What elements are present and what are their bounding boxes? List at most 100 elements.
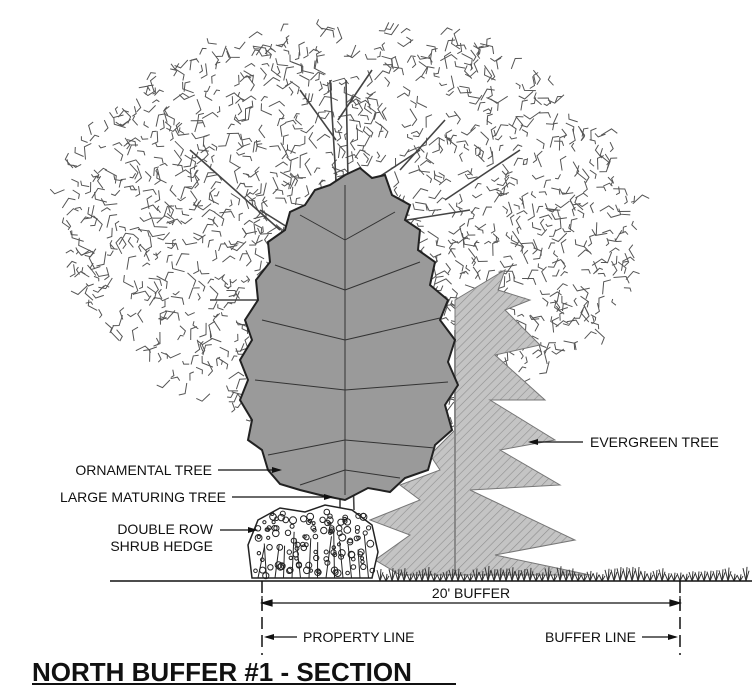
canopy-leaf-stroke (583, 304, 590, 322)
buffer-width-label: 20' BUFFER (432, 585, 510, 601)
canopy-leaf-stroke (335, 26, 343, 44)
canopy-leaf-stroke (65, 219, 72, 231)
canopy-leaf-stroke (248, 199, 256, 205)
canopy-leaf-stroke (280, 23, 289, 32)
canopy-leaf-stroke (201, 355, 214, 368)
hedge-leaf (279, 510, 286, 517)
canopy-leaf-stroke (112, 142, 123, 147)
canopy-leaf-stroke (600, 128, 618, 136)
canopy-leaf-stroke (137, 150, 146, 156)
canopy-leaf-stroke (304, 185, 310, 198)
canopy-leaf-stroke (159, 297, 170, 302)
canopy-leaf-stroke (595, 267, 603, 273)
canopy-leaf-stroke (98, 309, 103, 319)
canopy-leaf-stroke (123, 275, 134, 288)
canopy-leaf-stroke (169, 184, 177, 197)
canopy-leaf-stroke (167, 242, 177, 250)
canopy-leaf-stroke (201, 344, 206, 354)
grass-tuft (442, 571, 450, 582)
hedge-leaf (306, 520, 312, 525)
canopy-leaf-stroke (551, 212, 567, 220)
canopy-leaf-stroke (445, 129, 453, 145)
canopy-leaf-stroke (191, 151, 199, 159)
hedge-leaf (294, 541, 301, 548)
canopy-leaf-stroke (258, 51, 272, 57)
canopy-leaf-stroke (502, 205, 509, 214)
canopy-leaf-stroke (455, 44, 467, 50)
canopy-leaf-stroke (492, 129, 496, 138)
hedge-leaf (289, 523, 295, 529)
canopy-leaf-stroke (384, 76, 391, 87)
canopy-leaf-stroke (244, 191, 251, 210)
canopy-leaf-stroke (615, 204, 631, 213)
canopy-leaf-stroke (376, 151, 381, 159)
hedge-leaf (330, 549, 337, 556)
canopy-leaf-stroke (282, 180, 291, 190)
canopy-leaf-stroke (225, 92, 239, 98)
canopy-leaf-stroke (87, 299, 98, 311)
canopy-leaf-stroke (174, 169, 192, 177)
canopy-leaf-stroke (480, 131, 490, 146)
canopy-leaf-stroke (78, 237, 91, 252)
canopy-leaf-stroke (510, 176, 518, 185)
canopy-leaf-stroke (129, 163, 139, 180)
hedge-leaf (347, 537, 354, 544)
canopy-leaf-stroke (211, 74, 216, 84)
canopy-leaf-stroke (554, 96, 562, 104)
canopy-leaf-stroke (545, 113, 559, 125)
canopy-leaf-stroke (153, 156, 164, 164)
canopy-leaf-stroke (149, 75, 157, 93)
grass-tuft (544, 567, 552, 582)
canopy-leaf-stroke (544, 203, 561, 211)
canopy-leaf-stroke (493, 192, 507, 203)
grass-tuft (658, 568, 666, 582)
canopy-leaf-stroke (486, 113, 493, 126)
canopy-leaf-stroke (513, 275, 524, 285)
canopy-leaf-stroke (611, 255, 618, 266)
canopy-leaf-stroke (236, 182, 245, 190)
canopy-leaf-stroke (597, 272, 606, 277)
canopy-leaf-stroke (438, 178, 452, 186)
canopy-leaf-stroke (260, 103, 273, 116)
canopy-leaf-stroke (364, 53, 377, 60)
canopy-leaf-stroke (483, 67, 496, 81)
canopy-leaf-stroke (166, 254, 173, 263)
canopy-leaf-stroke (207, 360, 214, 377)
canopy-leaf-stroke (163, 105, 170, 123)
hedge-leaf (303, 534, 310, 541)
canopy-leaf-stroke (212, 313, 221, 318)
canopy-leaf-stroke (347, 151, 354, 165)
canopy-leaf-stroke (220, 312, 228, 317)
canopy-leaf-stroke (625, 270, 640, 281)
canopy-leaf-stroke (199, 322, 207, 338)
canopy-leaf-stroke (495, 57, 502, 70)
canopy-leaf-stroke (602, 229, 614, 235)
canopy-leaf-stroke (159, 310, 167, 325)
hedge-stem (295, 538, 301, 579)
canopy-leaf-stroke (501, 170, 513, 176)
canopy-leaf-stroke (338, 114, 355, 122)
canopy-leaf-stroke (275, 58, 289, 67)
hedge-stem (283, 545, 286, 579)
canopy-leaf-stroke (194, 339, 201, 354)
hedge-leaf (345, 570, 350, 576)
canopy-leaf-stroke (493, 236, 497, 243)
canopy-leaf-stroke (449, 134, 457, 141)
canopy-leaf-stroke (188, 287, 200, 300)
canopy-leaf-stroke (154, 252, 159, 261)
canopy-leaf-stroke (363, 152, 369, 164)
canopy-leaf-stroke (260, 67, 267, 80)
canopy-leaf-stroke (456, 202, 463, 210)
canopy-leaf-stroke (560, 271, 568, 277)
canopy-leaf-stroke (119, 121, 128, 127)
canopy-leaf-stroke (330, 93, 339, 101)
canopy-leaf-stroke (245, 106, 253, 121)
canopy-leaf-stroke (349, 138, 356, 151)
canopy-leaf-stroke (74, 270, 86, 278)
canopy-leaf-stroke (536, 138, 545, 150)
canopy-leaf-stroke (363, 103, 373, 115)
canopy-leaf-stroke (154, 142, 165, 148)
hedge-leaf (277, 513, 285, 522)
grass-tuft (466, 573, 474, 582)
canopy-leaf-stroke (594, 302, 600, 315)
